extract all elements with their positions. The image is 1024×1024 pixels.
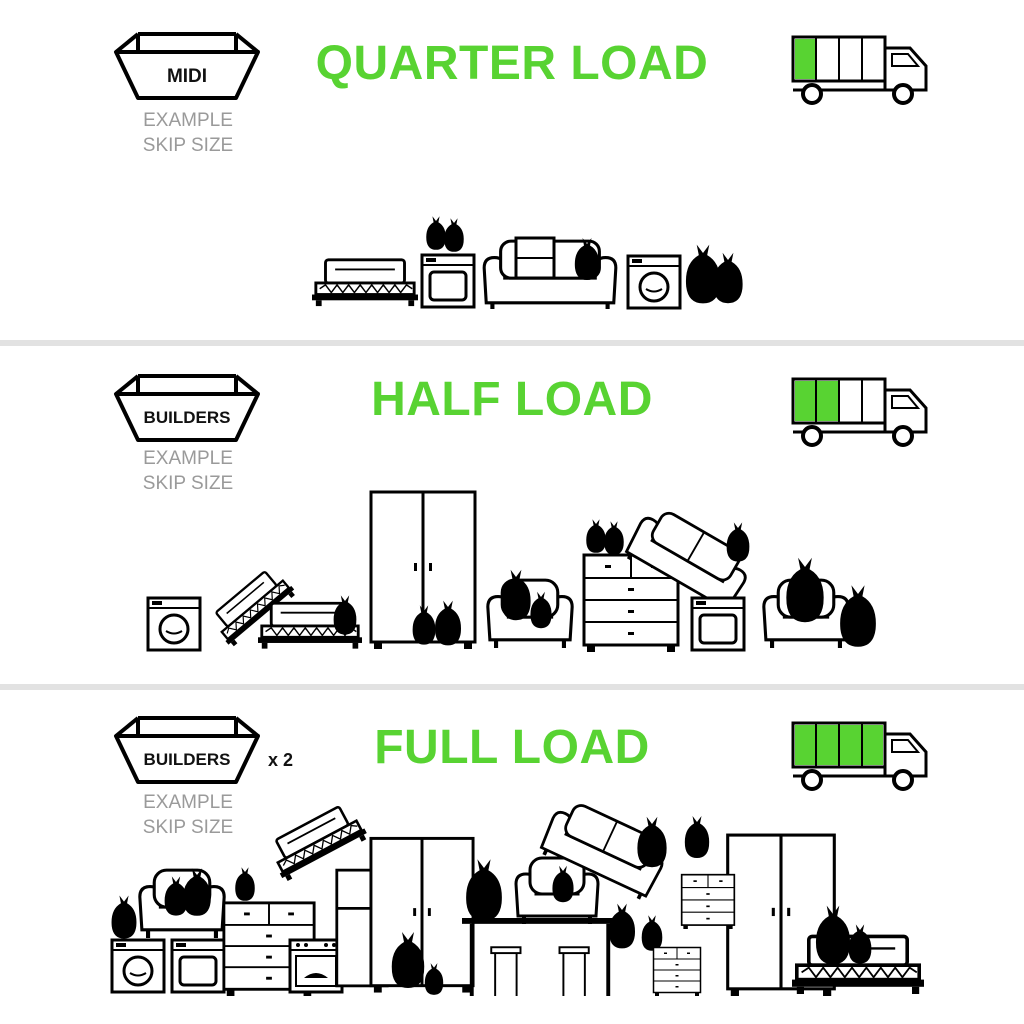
truck-icon xyxy=(791,377,928,447)
dryer-icon xyxy=(420,253,476,309)
example-skip-size: EXAMPLE SKIP SIZE xyxy=(118,446,258,496)
truck-load-fill xyxy=(795,39,817,79)
skip-label: BUILDERS xyxy=(144,408,231,427)
bin-bag-icon xyxy=(726,522,750,562)
skip-size-label: SKIP SIZE xyxy=(142,135,234,156)
quarter-load-panel: MIDI EXAMPLE SKIP SIZE QUARTER LOAD xyxy=(0,0,1024,340)
washing-machine-icon xyxy=(146,596,202,652)
bin-bag-icon xyxy=(609,903,635,949)
skip-size-label: SKIP SIZE xyxy=(142,473,234,494)
quarter-load-items xyxy=(312,216,743,320)
half-load-panel: BUILDERS EXAMPLE SKIP SIZE HALF LOAD xyxy=(0,346,1024,684)
bin-bag-icon xyxy=(111,895,137,939)
bed-icon xyxy=(312,258,418,308)
full-load-items xyxy=(110,794,924,996)
washing-machine-icon xyxy=(626,254,682,310)
section-divider xyxy=(0,684,1024,690)
skip-icon: BUILDERS xyxy=(114,716,260,784)
bin-bag-icon xyxy=(786,557,824,623)
example-label: EXAMPLE xyxy=(143,110,233,131)
bin-bag-icon xyxy=(501,569,531,621)
example-label: EXAMPLE xyxy=(143,792,233,813)
armchair-icon xyxy=(488,580,572,648)
dining-table-icon xyxy=(462,918,618,996)
truck-icon xyxy=(791,35,928,105)
dryer-icon xyxy=(690,596,746,652)
sideboard-icon xyxy=(651,946,703,996)
skip-icon: MIDI xyxy=(114,32,260,100)
washing-machine-icon xyxy=(110,938,166,994)
load-title: QUARTER LOAD xyxy=(315,37,709,90)
skip-size-label: SKIP SIZE xyxy=(142,817,234,838)
section-divider xyxy=(0,340,1024,346)
bin-bag-icon xyxy=(586,519,606,553)
full-load-panel: BUILDERS x 2 EXAMPLE SKIP SIZE FULL LOAD xyxy=(0,690,1024,1024)
skip-icon: BUILDERS xyxy=(114,374,260,442)
bin-bag-icon xyxy=(426,216,446,250)
load-title: FULL LOAD xyxy=(374,721,650,774)
bin-bag-icon xyxy=(848,924,872,964)
half-load-items xyxy=(146,490,876,652)
bin-bag-icon xyxy=(235,867,255,901)
bin-bag-icon xyxy=(444,218,464,252)
load-title: HALF LOAD xyxy=(371,373,653,426)
example-skip-size: EXAMPLE SKIP SIZE xyxy=(118,108,258,158)
bin-bag-icon xyxy=(840,585,876,647)
oven-icon xyxy=(288,938,344,994)
skip-multiplier: x 2 xyxy=(268,750,294,770)
chest-of-drawers-icon xyxy=(680,873,736,931)
bin-bag-icon xyxy=(713,252,743,304)
bin-bag-icon xyxy=(604,521,624,555)
skip-label: MIDI xyxy=(167,66,207,87)
bin-bag-icon xyxy=(637,816,667,868)
dryer-icon xyxy=(170,938,226,994)
example-label: EXAMPLE xyxy=(143,448,233,469)
truck-icon xyxy=(791,721,928,791)
example-skip-size: EXAMPLE SKIP SIZE xyxy=(118,790,258,840)
bin-bag-icon xyxy=(641,915,663,951)
skip-label: BUILDERS xyxy=(144,750,231,769)
bin-bag-icon xyxy=(684,816,710,858)
bin-bag-icon xyxy=(333,595,357,635)
